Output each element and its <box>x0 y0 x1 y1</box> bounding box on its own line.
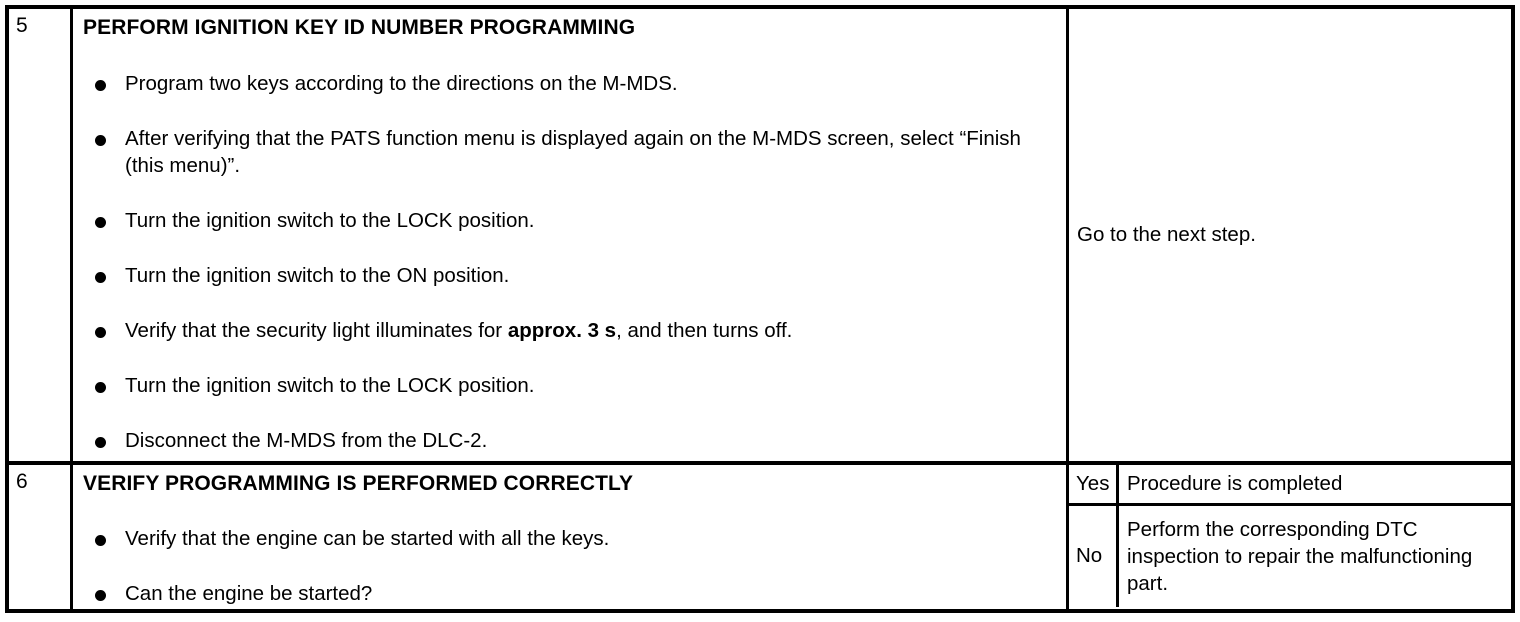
list-item-text: Program two keys according to the direct… <box>125 72 678 95</box>
bullet-dot-icon <box>95 589 106 601</box>
list-item-text: Turn the ignition switch to the LOCK pos… <box>125 209 535 232</box>
result-row-yes: Yes Procedure is completed <box>1069 464 1511 506</box>
list-item-text: After verifying that the PATS function m… <box>125 127 1021 177</box>
step-title: PERFORM IGNITION KEY ID NUMBER PROGRAMMI… <box>83 16 636 39</box>
list-item: After verifying that the PATS function m… <box>82 125 1056 179</box>
step-action-cell: PERFORM IGNITION KEY ID NUMBER PROGRAMMI… <box>73 9 1069 461</box>
bullet-dot-icon <box>95 327 106 338</box>
step-number-cell: 5 <box>9 9 73 461</box>
bullet-dot-icon <box>95 217 106 228</box>
list-item-text: Can the engine be started? <box>125 581 373 605</box>
list-item-text-emphasis: approx. 3 s <box>507 319 617 342</box>
list-item-text: Verify that the engine can be started wi… <box>125 526 610 550</box>
step-title: VERIFY PROGRAMMING IS PERFORMED CORRECTL… <box>83 471 634 495</box>
list-item: Turn the ignition switch to the LOCK pos… <box>82 207 1056 234</box>
list-item: Verify that the engine can be started wi… <box>82 525 1056 552</box>
bullet-dot-icon <box>95 437 106 448</box>
result-text: Go to the next step. <box>1077 222 1256 246</box>
list-item-text-suffix: , and then turns off. <box>616 319 793 342</box>
bullet-dot-icon <box>95 272 106 283</box>
table-row-step-6: 6 VERIFY PROGRAMMING IS PERFORMED CORREC… <box>9 464 1511 609</box>
step-result-cell: Go to the next step. <box>1069 9 1511 461</box>
outcome-text-no: Perform the corresponding DTC inspection… <box>1127 517 1473 595</box>
outcome-text-yes: Procedure is completed <box>1127 472 1343 496</box>
list-item-text: Disconnect the M-MDS from the DLC-2. <box>125 429 488 452</box>
bullet-dot-icon <box>95 135 106 146</box>
list-item: Turn the ignition switch to the ON posit… <box>82 262 1056 289</box>
step-action-cell: VERIFY PROGRAMMING IS PERFORMED CORRECTL… <box>73 464 1069 609</box>
list-item-text: Turn the ignition switch to the ON posit… <box>125 264 510 287</box>
list-item: Program two keys according to the direct… <box>82 70 1056 97</box>
diagnostic-procedure-table: 5 PERFORM IGNITION KEY ID NUMBER PROGRAM… <box>5 5 1515 613</box>
answer-label-yes: Yes <box>1069 464 1119 503</box>
list-item: Can the engine be started? <box>82 580 1056 607</box>
step-result-cell: Yes Procedure is completed No Perform th… <box>1069 464 1511 609</box>
list-item: Verify that the security light illuminat… <box>82 317 1056 344</box>
table-row-step-5: 5 PERFORM IGNITION KEY ID NUMBER PROGRAM… <box>9 9 1511 465</box>
step-number-cell: 6 <box>9 464 73 609</box>
list-item: Turn the ignition switch to the LOCK pos… <box>82 372 1056 399</box>
list-item-text-prefix: Verify that the security light illuminat… <box>125 319 508 342</box>
list-item-text: Turn the ignition switch to the LOCK pos… <box>125 374 535 397</box>
answer-label-no: No <box>1069 505 1119 607</box>
bullet-dot-icon <box>95 382 106 393</box>
result-row-no: No Perform the corresponding DTC inspect… <box>1069 505 1511 607</box>
step-bullet-list: Verify that the engine can be started wi… <box>82 525 1056 607</box>
bullet-dot-icon <box>95 534 106 546</box>
list-item: Disconnect the M-MDS from the DLC-2. <box>82 427 1056 454</box>
step-bullet-list: Program two keys according to the direct… <box>82 70 1056 454</box>
bullet-dot-icon <box>95 80 106 91</box>
